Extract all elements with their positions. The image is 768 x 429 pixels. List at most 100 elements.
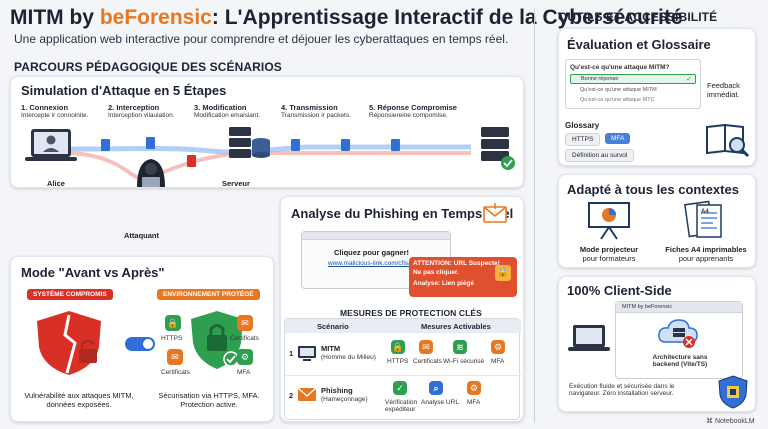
arch-line-1: Architecture sans [652, 354, 708, 361]
mfa-icon: ⚙ [467, 381, 481, 395]
measure-mfa-2[interactable]: MFA [467, 399, 481, 406]
mfa-icon: ⚙ [491, 340, 505, 354]
measure-url[interactable]: Analyse URL [421, 399, 459, 406]
measures-table: Scénario Mesures Activables 1 MITM (Homm… [284, 318, 521, 420]
sheets-line-2: pour apprenants [678, 254, 734, 263]
before-caption-line-1: Vulnérabilité aux attaques MITM, [24, 391, 134, 400]
step-3: 3. Modification Modification emaisiant. [194, 103, 260, 119]
row-divider [285, 375, 521, 376]
after-caption: Sécurisation via HTTPS, MFA. Protection … [147, 391, 271, 409]
book-magnifier-icon [706, 123, 750, 158]
printable-sheets-icon [684, 200, 722, 238]
actor-alice: Alice [47, 179, 65, 188]
title-brand: beForensic [99, 6, 212, 29]
measure-wifi[interactable]: Wi-Fi sécurisé [443, 358, 485, 365]
alert-line-1: ATTENTION: URL Suspecte! [413, 260, 500, 267]
eval-title: Évaluation et Glossaire [567, 37, 711, 52]
quiz-answer-3[interactable]: Qu'est-ce qu'une attaque MTC [580, 97, 655, 103]
measure-certificats[interactable]: Certificats [413, 358, 442, 365]
quiz-box: Qu'est-ce qu'une attaque MITM? Bonne rép… [565, 59, 701, 109]
client-caption-line-2: navigateur. Zéro installation serveur. [569, 390, 674, 397]
step-1-title: 1. Connexion [21, 103, 69, 112]
page-subtitle: Une application web interactive pour com… [14, 32, 509, 46]
glossary-term-mfa[interactable]: MFA [605, 133, 631, 144]
after-caption-line-2: Protection active. [180, 400, 238, 409]
measure-mfa[interactable]: MFA [491, 358, 505, 365]
certificate-icon: ✉ [419, 340, 433, 354]
title-prefix: MITM by [10, 6, 100, 29]
browser-tab[interactable]: MITM by beForensic [622, 304, 673, 310]
quiz-answer-2[interactable]: Qu'est-ce qu'une attaque MITM [580, 87, 657, 93]
toggle-knob [143, 339, 153, 349]
badge-https: HTTPS [161, 335, 183, 342]
notebooklm-icon: ⌘ [706, 418, 715, 425]
feedback-line-2: immédiat. [707, 90, 740, 99]
step-5-desc: Réponsiereine compomise. [369, 112, 448, 119]
email-window-bar [302, 232, 450, 240]
col-scenario-header: Scénario [285, 319, 381, 333]
projector-line-2: pour formateurs [582, 254, 636, 263]
simulation-card: Simulation d'Attaque en 5 Étapes 1. Conn… [10, 76, 524, 240]
step-4: 4. Transmission Transmission ir packets. [281, 103, 351, 119]
network-icon [298, 346, 316, 361]
check-icon: ✓ [686, 76, 692, 83]
protected-shield-icon [191, 311, 243, 369]
step-1-desc: Intercepte ir connoinite. [21, 112, 89, 119]
envelope-icon [483, 203, 507, 223]
simulation-title: Simulation d'Attaque en 5 Étapes [21, 83, 227, 98]
footer-brand: ⌘ NotebookLM [706, 417, 755, 425]
certificate-badge-icon: ✉ [167, 349, 183, 365]
attack-flow-diagram [25, 127, 515, 187]
projector-icon [588, 202, 630, 240]
alert-line-2: Ne pas cliquer. [413, 269, 459, 276]
answer-correct-label: Bonne réponse [581, 76, 619, 82]
secure-server-icon [481, 127, 515, 170]
title-suffix: : L'Apprentissage Interactif de la Cyber… [211, 6, 683, 29]
step-4-desc: Transmission ir packets. [281, 112, 351, 119]
step-1: 1. Connexion Intercepte ir connoinite. [21, 103, 89, 119]
contexts-card: Adapté à tous les contextes Mode project… [558, 174, 756, 268]
glossary-term-https[interactable]: HTTPS [565, 133, 601, 146]
step-5: 5. Réponse Compromise Réponsiereine comp… [369, 103, 457, 119]
browser-window: MITM by beForensic Architecture sans bac… [615, 301, 743, 379]
column-divider [534, 8, 535, 423]
email-subject: Cliquez pour gagner! [334, 248, 409, 257]
https-badge-icon: 🔒 [165, 315, 181, 331]
after-caption-line-1: Sécurisation via HTTPS, MFA. [158, 391, 260, 400]
wifi-icon: ≋ [453, 340, 467, 354]
page-title: MITM by beForensic: L'Apprentissage Inte… [10, 6, 683, 30]
sheets-line-1: Fiches A4 imprimables [665, 245, 747, 254]
client-caption-line-1: Exécution fluide et sécurisée dans le [569, 383, 675, 390]
padlock-warning-icon: 🔒 [495, 265, 511, 281]
before-after-card: Mode "Avant vs Après" SYSTÈME COMPROMIS … [10, 256, 274, 422]
phishing-title: Analyse du Phishing en Temps Réel [291, 206, 514, 221]
feedback-label: Feedback immédiat. [707, 81, 740, 99]
before-after-toggle[interactable] [125, 337, 155, 351]
badge-certificats-1: Certificats [230, 335, 259, 342]
contexts-title: Adapté à tous les contextes [567, 182, 739, 197]
secure-chip-shield-icon [718, 375, 748, 409]
laptop-icon [568, 325, 610, 351]
step-4-title: 4. Transmission [281, 103, 338, 112]
step-3-title: 3. Modification [194, 103, 247, 112]
compromised-label: SYSTÈME COMPROMIS [27, 289, 113, 300]
lock-icon: 🔒 [391, 340, 405, 354]
client-side-card: 100% Client-Side MITM by beForensic Arch… [558, 276, 756, 412]
architecture-label: Architecture sans backend (Vite/TS) [636, 354, 724, 368]
badge-mfa: MFA [237, 369, 251, 376]
tampered-document-icon [187, 155, 196, 167]
row-scenario-sub: (Homme du Milieu) [321, 354, 376, 361]
measure-https[interactable]: HTTPS [387, 358, 409, 365]
before-after-title: Mode "Avant vs Après" [21, 265, 165, 280]
cloud-no-backend-icon [658, 319, 698, 348]
envelope-icon [297, 387, 317, 401]
phishing-alert: ATTENTION: URL Suspecte! Ne pas cliquer.… [409, 257, 517, 297]
quiz-question: Qu'est-ce qu'une attaque MITM? [570, 64, 670, 71]
measure-verification[interactable]: Vérification expéditeur [385, 399, 418, 413]
badge-certificats-2: Certificats [161, 369, 190, 376]
glossary-title: Glossary [565, 121, 600, 130]
eval-card: Évaluation et Glossaire Qu'est-ce qu'une… [558, 28, 756, 166]
email-link[interactable]: www.malicious-link.com/cfisal [328, 260, 414, 267]
quiz-answer-correct[interactable]: Bonne réponse ✓ [570, 74, 696, 84]
footer-brand-label: NotebookLM [714, 418, 755, 425]
